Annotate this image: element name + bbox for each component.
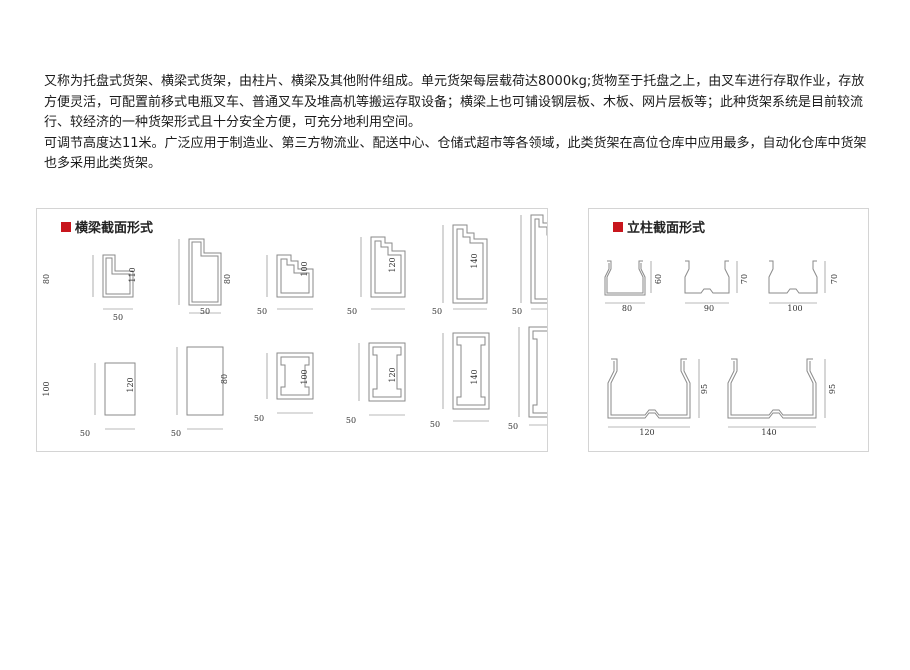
beam-r2-width-3: 50	[254, 414, 264, 423]
column-profile-80-inner	[604, 263, 646, 296]
column-panel-title-text: 立柱截面形式	[627, 221, 706, 236]
beam-r2-width-2: 50	[171, 429, 181, 438]
description-paragraph-2: 可调节高度达11米。广泛应用于制造业、第三方物流业、配送中心、仓储式超市等各领域…	[44, 135, 867, 172]
column-height-5: 95	[828, 384, 837, 394]
beam-profile-6	[530, 214, 547, 304]
column-profile-140	[730, 358, 814, 416]
beam-profile-8	[186, 346, 224, 416]
column-profile-90	[684, 260, 730, 294]
beam-r2-height-1: 100	[42, 381, 51, 396]
column-profile-100	[768, 260, 818, 294]
red-square-marker	[613, 221, 623, 232]
beam-section-drawings: 80 50 110 50 80 50 100 50 120 50 140 50 …	[42, 214, 547, 438]
beam-r1-width-2: 50	[200, 307, 210, 316]
beam-r1-height-5: 120	[388, 257, 397, 272]
column-profile-140-inner	[727, 361, 817, 419]
beam-profile-7	[104, 362, 136, 416]
beam-r2-height-6: 140	[470, 369, 479, 384]
beam-profile-10	[368, 342, 406, 402]
column-profile-120-inner	[607, 361, 691, 419]
beam-panel-title-text: 横梁截面形式	[75, 221, 154, 236]
beam-r2-height-3: 80	[220, 374, 229, 384]
beam-r2-height-5: 120	[388, 367, 397, 382]
beam-r1-width-1: 50	[113, 313, 123, 322]
column-height-2: 70	[740, 274, 749, 284]
column-height-4: 95	[700, 384, 709, 394]
column-width-5: 140	[761, 428, 776, 437]
column-panel-title: 立柱截面形式	[613, 217, 705, 236]
column-section-drawings: 80 60 90 70 100 70 120 95 140 95	[604, 260, 839, 437]
red-square-marker	[61, 221, 71, 232]
column-profile-120	[610, 358, 688, 416]
column-width-2: 90	[704, 304, 714, 313]
column-width-1: 80	[622, 304, 632, 313]
beam-r2-width-6: 50	[508, 422, 518, 431]
beam-r1-width-4: 50	[347, 307, 357, 316]
beam-profile-11	[452, 332, 490, 410]
beam-profile-12	[528, 326, 547, 418]
beam-r2-height-4: 100	[300, 369, 309, 384]
beam-profile-9	[276, 352, 314, 400]
beam-r1-height-2: 110	[128, 267, 137, 282]
beam-r1-height-4: 100	[300, 261, 309, 276]
beam-profile-2	[188, 238, 222, 306]
beam-section-panel: 80 50 110 50 80 50 100 50 120 50 140 50 …	[36, 208, 548, 452]
beam-r1-width-5: 50	[432, 307, 442, 316]
beam-r2-height-2: 120	[126, 377, 135, 392]
beam-r2-width-4: 50	[346, 416, 356, 425]
column-height-1: 60	[654, 274, 663, 284]
description-paragraph-1: 又称为托盘式货架、横梁式货架，由柱片、横梁及其他附件组成。单元货架每层载荷达80…	[44, 74, 865, 130]
beam-panel-title: 横梁截面形式	[61, 217, 153, 236]
beam-r1-width-3: 50	[257, 307, 267, 316]
column-width-4: 120	[639, 428, 654, 437]
beam-profile-5	[452, 224, 488, 304]
column-section-panel: 80 60 90 70 100 70 120 95 140 95 立柱截面形式	[588, 208, 869, 452]
beam-profile-1	[102, 254, 134, 298]
description: 又称为托盘式货架、横梁式货架，由柱片、横梁及其他附件组成。单元货架每层载荷达80…	[44, 72, 874, 175]
beam-r2-width-5: 50	[430, 420, 440, 429]
beam-profile-4	[370, 236, 406, 298]
beam-r1-height-6: 140	[470, 253, 479, 268]
column-profile-80	[606, 260, 644, 294]
beam-profile-3	[276, 254, 314, 298]
beam-r1-height-3: 80	[223, 274, 232, 284]
beam-r1-width-6: 50	[512, 307, 522, 316]
beam-r2-width-1: 50	[80, 429, 90, 438]
column-height-3: 70	[830, 274, 839, 284]
beam-r1-height-1: 80	[42, 274, 51, 284]
column-width-3: 100	[787, 304, 802, 313]
